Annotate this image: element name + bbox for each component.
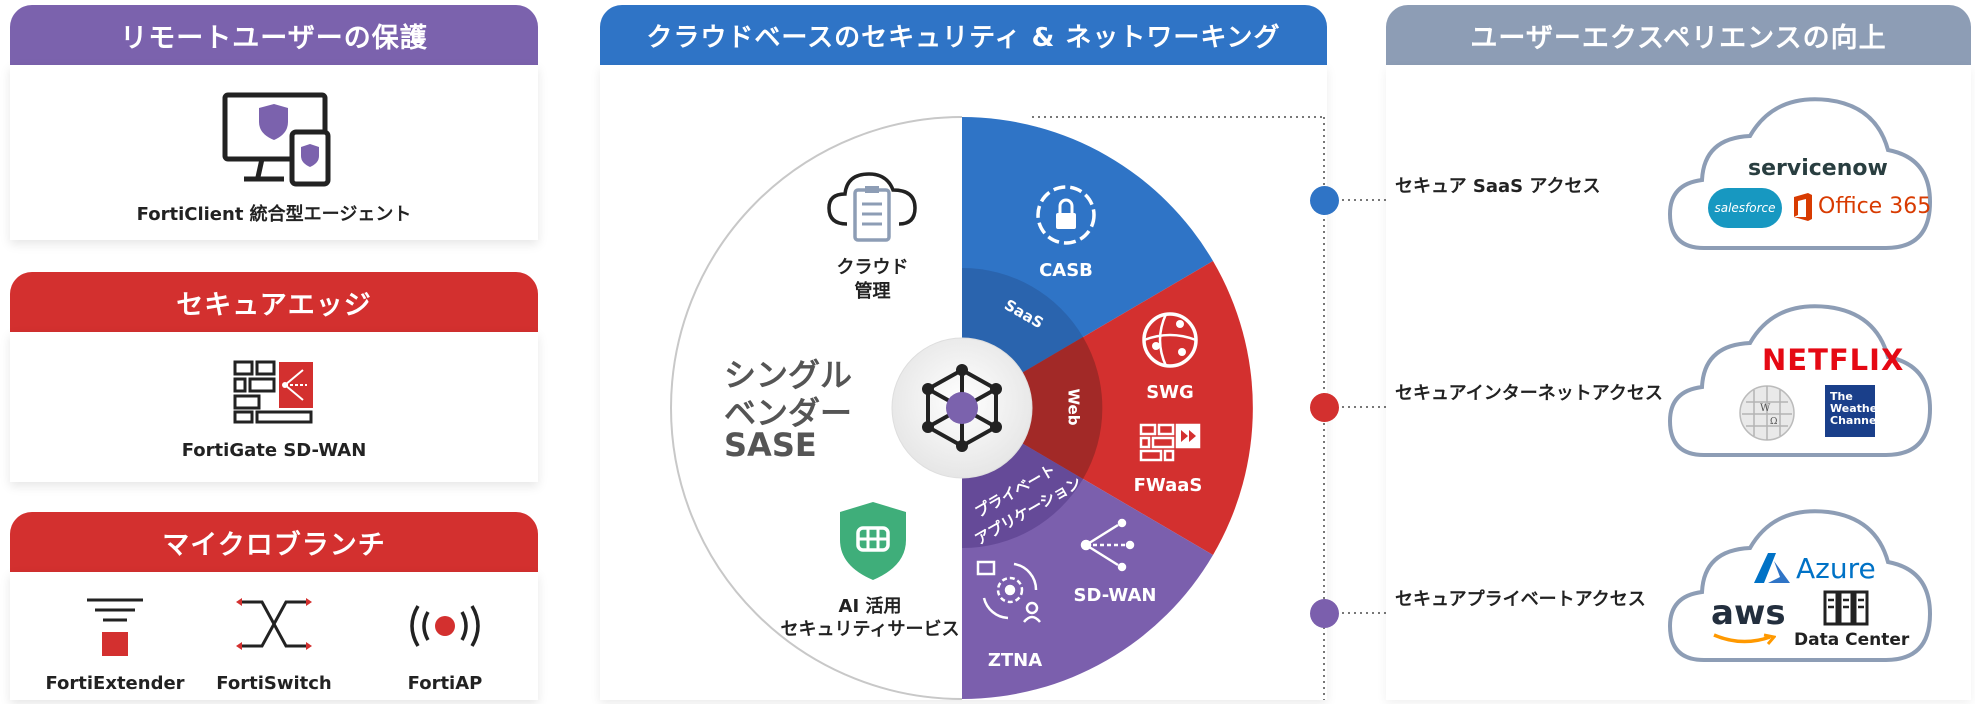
fwaas-label: FWaaS	[1133, 475, 1203, 496]
svg-text:W: W	[1760, 403, 1771, 414]
secure-edge-header: セキュアエッジ	[10, 272, 538, 332]
hub-title-3: SASE	[724, 426, 817, 464]
center-header: クラウドベースのセキュリティ & ネットワーキング	[600, 5, 1327, 65]
office365-logo: Office 365	[1818, 194, 1932, 219]
cloud-mgmt-label-1: クラウド	[836, 257, 909, 278]
weather-line-3: Channel	[1830, 414, 1881, 427]
internet-access-dot	[1310, 393, 1339, 422]
internet-cloud-shape	[1664, 295, 1936, 460]
saas-access-label: セキュア SaaS アクセス	[1395, 176, 1601, 197]
casb-label: CASB	[1039, 260, 1093, 281]
salesforce-text: salesforce	[1714, 201, 1776, 215]
weather-line-1: The	[1830, 390, 1853, 403]
fortigate-label: FortiGate SD-WAN	[181, 440, 367, 461]
micro-branch-header: マイクロブランチ	[10, 512, 538, 572]
weather-line-2: Weather	[1830, 402, 1883, 415]
globe-network-icon	[1142, 312, 1198, 368]
datacenter-logo: Data Center	[1794, 630, 1910, 650]
firewall-icon	[1139, 423, 1201, 462]
private-access-dot	[1310, 599, 1339, 628]
fortiswitch-icon	[234, 596, 314, 652]
server-rack-icon	[1823, 590, 1869, 626]
ztna-icon	[976, 560, 1041, 623]
azure-logo: Azure	[1796, 552, 1876, 585]
sdwan-label: SD-WAN	[1073, 585, 1157, 606]
fortiswitch-label: FortiSwitch	[216, 673, 332, 694]
hub-title-2: ベンダー	[724, 394, 853, 432]
ai-label-1: AI 活用	[838, 596, 902, 617]
aws-smile-icon	[1712, 632, 1777, 646]
ai-shield-icon	[838, 500, 908, 582]
servicenow-logo: servicenow	[1748, 156, 1888, 181]
internet-access-label: セキュアインターネットアクセス	[1395, 383, 1663, 404]
azure-icon	[1752, 551, 1792, 585]
ai-label-2: セキュリティサービス	[780, 619, 960, 640]
private-access-label: セキュアプライベートアクセス	[1395, 589, 1646, 610]
sdwan-icon	[1080, 518, 1135, 572]
weather-channel-logo: The Weather Channel	[1825, 385, 1883, 437]
ux-header: ユーザーエクスペリエンスの向上	[1386, 5, 1971, 65]
cloud-mgmt-label-2: 管理	[854, 281, 891, 302]
lock-gear-icon	[1036, 185, 1096, 245]
netflix-logo: NETFLIX	[1762, 343, 1905, 377]
fortiextender-label: FortiExtender	[45, 673, 185, 694]
fortiap-icon	[402, 598, 488, 654]
ztna-label: ZTNA	[987, 650, 1043, 671]
salesforce-logo: salesforce	[1708, 188, 1782, 228]
fortiap-label: FortiAP	[407, 673, 483, 694]
hub-title-1: シングル	[724, 356, 853, 394]
forticlient-label: FortiClient 統合型エージェント	[136, 204, 412, 225]
swg-label: SWG	[1146, 382, 1194, 403]
fortigate-icon	[233, 360, 315, 424]
wikipedia-globe-icon: W Ω	[1738, 384, 1796, 442]
micro-branch-panel	[10, 572, 538, 700]
aws-logo: aws	[1711, 593, 1786, 633]
fortiextender-icon	[85, 596, 145, 658]
office365-icon	[1792, 193, 1814, 221]
device-shield-icon	[222, 92, 332, 187]
remote-users-header: リモートユーザーの保護	[10, 5, 538, 65]
cloud-clipboard-icon	[825, 162, 920, 247]
svg-text:Ω: Ω	[1770, 417, 1777, 427]
web-ring-label: Web	[1064, 388, 1083, 426]
secure-edge-panel	[10, 332, 538, 482]
saas-access-dot	[1310, 186, 1339, 215]
